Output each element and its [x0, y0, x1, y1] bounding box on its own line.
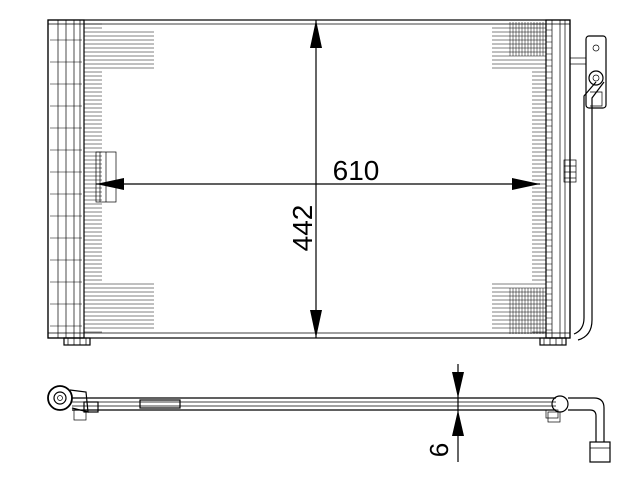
fin-hatching: [84, 22, 546, 334]
height-dimension: 442: [287, 20, 322, 338]
plan-right-pipe: [547, 395, 611, 463]
width-dimension: 610: [96, 155, 540, 190]
depth-dimension: 6: [424, 364, 464, 462]
height-dimension-label: 442: [287, 205, 318, 252]
width-dimension-label: 610: [333, 155, 380, 186]
plan-left-connector: [47, 385, 99, 413]
plan-label-plate: [139, 399, 181, 409]
refrigerant-pipe: [563, 81, 605, 341]
condenser-core-outline: [47, 19, 571, 339]
right-header-tank: [545, 19, 571, 339]
pipe-fitting-top-right: [570, 35, 607, 109]
mounting-feet: [63, 337, 567, 346]
condenser-plan-view: 6: [47, 364, 611, 463]
left-header-tank: [47, 19, 85, 339]
condenser-front-view: 610 442: [47, 19, 607, 346]
depth-dimension-label: 6: [424, 443, 454, 457]
